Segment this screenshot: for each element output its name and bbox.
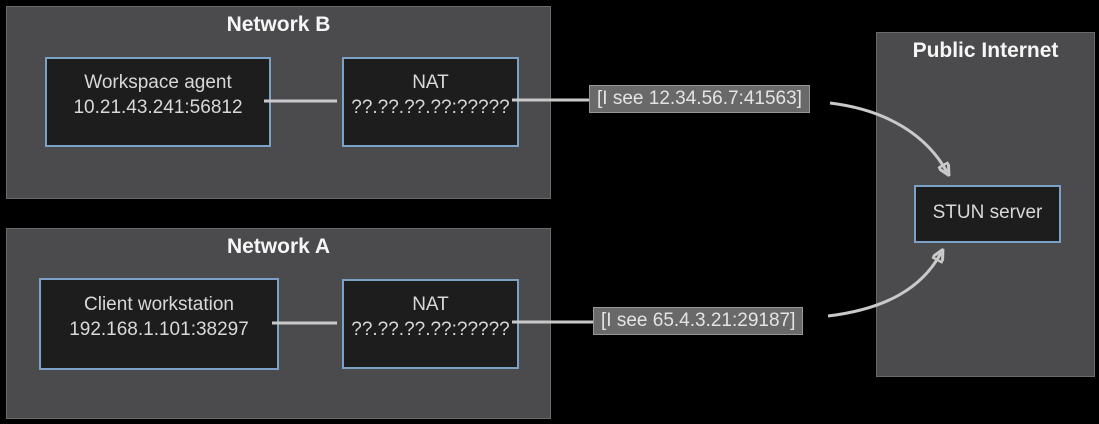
nat-a-name: NAT	[412, 294, 449, 315]
nat-a-address: ??.??.??.??:?????	[351, 319, 510, 340]
workspace-agent-name: Workspace agent	[84, 72, 232, 93]
network-b-title: Network B	[226, 13, 331, 36]
public-internet-container: Public Internet STUN server	[876, 32, 1095, 377]
client-workstation-name: Client workstation	[84, 294, 234, 315]
nat-b-address: ??.??.??.??:?????	[351, 97, 510, 118]
edge-label-client-observed: [I see 65.4.3.21:29187]	[593, 307, 804, 335]
nat-b-node: NAT ??.??.??.??:?????	[342, 57, 519, 147]
stun-server-name: STUN server	[932, 202, 1043, 223]
nat-a-node: NAT ??.??.??.??:?????	[342, 279, 519, 369]
workspace-agent-address: 10.21.43.241:56812	[73, 97, 243, 118]
public-internet-title: Public Internet	[912, 39, 1059, 62]
client-workstation-node: Client workstation 192.168.1.101:38297	[39, 278, 279, 370]
network-a-container: Network A Client workstation 192.168.1.1…	[6, 228, 551, 419]
client-workstation-address: 192.168.1.101:38297	[69, 319, 249, 340]
stun-server-node: STUN server	[914, 185, 1061, 243]
network-b-container: Network B Workspace agent 10.21.43.241:5…	[6, 6, 551, 199]
edge-label-agent-observed: [I see 12.34.56.7:41563]	[589, 85, 810, 113]
nat-b-name: NAT	[412, 72, 449, 93]
workspace-agent-node: Workspace agent 10.21.43.241:56812	[45, 57, 271, 147]
network-a-title: Network A	[226, 235, 331, 258]
